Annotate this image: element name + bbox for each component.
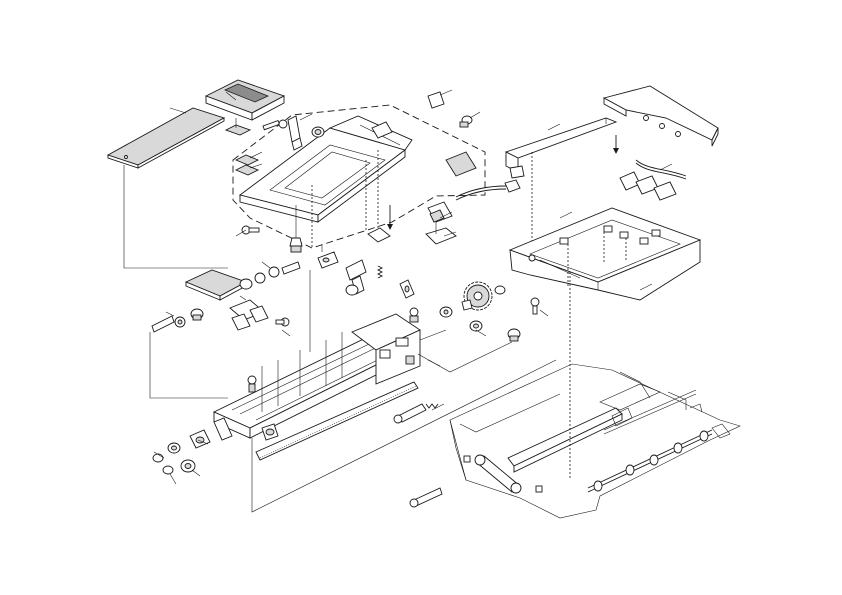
machine-side-frame — [449, 363, 741, 519]
latch-center — [399, 279, 415, 299]
base-machine-frame — [409, 272, 741, 519]
bearing-center — [469, 320, 483, 332]
washer-left-b — [190, 308, 204, 321]
guide-rail — [507, 407, 623, 467]
collar-lower-b — [152, 453, 164, 463]
screw-top-right — [459, 115, 473, 128]
spring-center — [376, 265, 384, 279]
screw-left-c — [275, 317, 290, 327]
small-bracket — [367, 205, 393, 243]
spring-shaft — [393, 403, 439, 424]
screw-left-plate — [241, 225, 260, 235]
nut-plate-bottom — [289, 237, 303, 253]
latch-lever — [287, 115, 303, 151]
frame-bolt — [409, 487, 443, 508]
shaft-center — [461, 299, 473, 311]
dashed-assembly-outline — [232, 104, 486, 249]
bracket-lower — [189, 429, 211, 449]
bracket-top-right — [427, 91, 445, 109]
collar-lower-a — [167, 442, 181, 454]
gear-cluster — [317, 251, 521, 342]
sensor-right-c — [653, 181, 677, 201]
pad-a — [224, 124, 252, 136]
roller-shaft — [587, 429, 713, 493]
top-cover-assembly — [106, 79, 286, 269]
bushing-center-b — [439, 306, 453, 318]
gear-collar — [494, 285, 506, 295]
right-frame-bracket — [504, 85, 719, 260]
right-tray-assembly — [508, 159, 702, 315]
callout-leaders — [153, 89, 673, 485]
screw-lower-guide — [247, 375, 257, 393]
static-brush — [255, 381, 419, 461]
sensor-right-a — [619, 171, 641, 191]
lever-center-a — [317, 251, 339, 269]
washer-left-a — [174, 316, 186, 328]
shaft-left — [151, 315, 175, 333]
clip-lower — [162, 465, 174, 475]
left-hinge-plate — [184, 269, 248, 297]
screw-tray-left — [528, 254, 536, 262]
screw-tray-bottom — [530, 297, 540, 315]
cam-lower — [180, 459, 196, 473]
left-small-parts — [149, 261, 311, 475]
screw-center — [409, 307, 419, 323]
sensor-flag — [445, 151, 477, 177]
sensor-bracket — [425, 227, 457, 245]
screw-center-right — [507, 328, 521, 342]
upper-guide-plate-dashed-group — [232, 91, 486, 253]
plate-clip — [371, 121, 393, 139]
screw-top-a — [262, 119, 288, 131]
sensor-right-b — [635, 175, 659, 195]
sensor-harness — [425, 179, 521, 245]
bushing-center — [345, 284, 359, 296]
upper-roller-shaft — [603, 389, 697, 435]
bushing-top — [311, 126, 325, 138]
linkage-bar — [474, 454, 522, 494]
lower-guide-plate — [212, 313, 557, 513]
bushing-row — [239, 261, 301, 290]
long-bracket — [504, 117, 618, 159]
